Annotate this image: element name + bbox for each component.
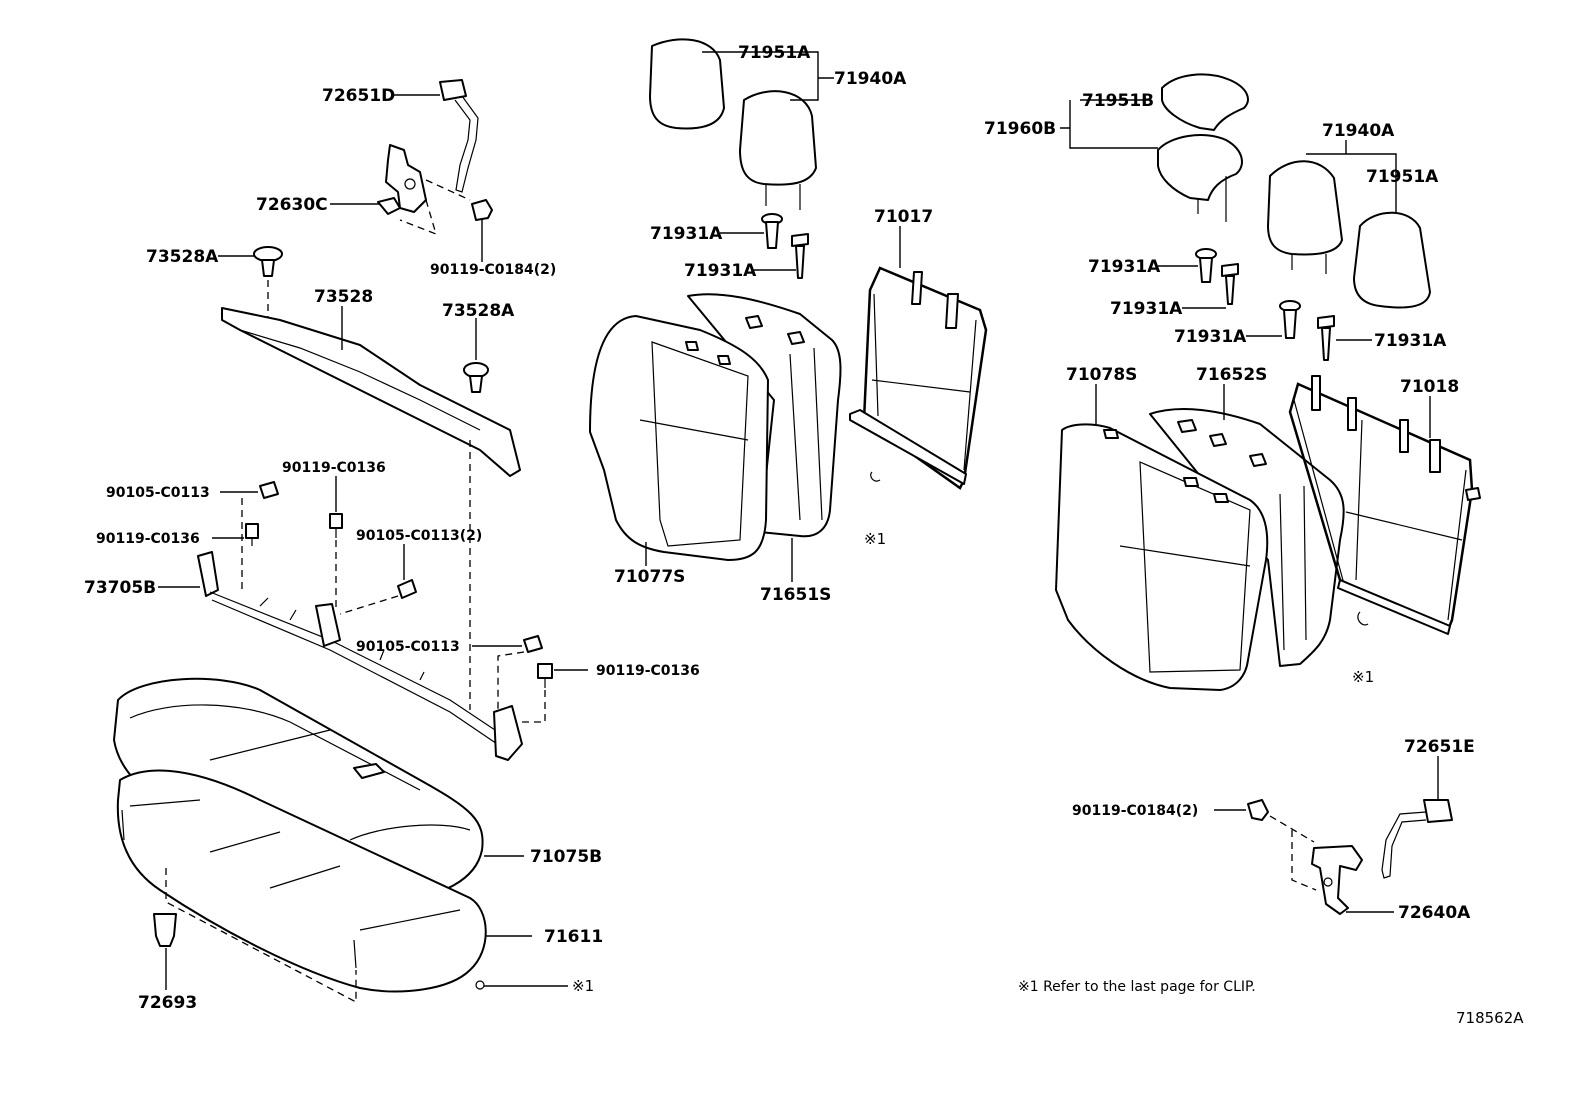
- part-72651E-hook: [1381, 799, 1453, 879]
- label-73528A-mid: 73528A: [442, 301, 515, 321]
- label-72651E: 72651E: [1404, 737, 1475, 757]
- label-90119-C0136-a: 90119-C0136: [282, 460, 386, 476]
- clip-73528A-mid: [463, 362, 489, 393]
- label-71018: 71018: [1400, 377, 1459, 397]
- label-71931A-f: 71931A: [1374, 331, 1447, 351]
- part-71077S-back: [589, 315, 769, 561]
- label-73705B: 73705B: [84, 578, 156, 598]
- label-72640A: 72640A: [1398, 903, 1471, 923]
- part-71940A-headrest-b: [739, 90, 817, 210]
- label-90105-C0113-c: 90105-C0113: [356, 639, 460, 655]
- part-71951B-headrest-a: [1161, 73, 1249, 131]
- clip-mark-icon: [475, 980, 485, 990]
- bolt-90119-C0136-b: [245, 523, 259, 546]
- label-72693: 72693: [138, 993, 197, 1013]
- label-90119-C0136-c: 90119-C0136: [596, 663, 700, 679]
- label-90119-C0184-left: 90119-C0184(2): [430, 262, 556, 278]
- part-71931A-guide-f: [1317, 315, 1335, 361]
- bolt-90119-C0136-a: [329, 513, 343, 538]
- bolt-90105-C0113-c: [523, 635, 543, 653]
- bolt-90119-C0184-right: [1247, 799, 1269, 821]
- part-72651D-hook: [439, 79, 479, 193]
- label-90105-C0113-2: 90105-C0113(2): [356, 528, 482, 544]
- clip-mark-b: ※1: [864, 530, 886, 548]
- label-73528: 73528: [314, 287, 373, 307]
- part-71951B-headrest-b: [1157, 134, 1243, 222]
- clip-mark-b-icon: [870, 471, 881, 482]
- label-71951A-a: 71951A: [738, 43, 811, 63]
- part-71611-pad: [116, 769, 487, 993]
- clip-note: ※1 Refer to the last page for CLIP.: [1018, 979, 1256, 995]
- part-72640A-bracket: [1311, 845, 1363, 915]
- label-71960B: 71960B: [984, 119, 1056, 139]
- part-72693-clip: [153, 913, 177, 947]
- part-71951A-headrest-r2: [1353, 211, 1431, 309]
- label-71931A-a: 71931A: [650, 224, 723, 244]
- label-71931A-c: 71931A: [1088, 257, 1161, 277]
- clip-mark-c-icon: [1357, 611, 1369, 626]
- part-71017-frame: [849, 266, 988, 490]
- bolt-90119-C0184-left: [471, 199, 493, 221]
- part-71078S-back: [1055, 423, 1269, 691]
- part-73528-panel: [221, 307, 521, 477]
- part-71931A-guide-e: [1279, 300, 1301, 339]
- dash-90119-C0184-right: [1269, 815, 1317, 891]
- label-71652S: 71652S: [1196, 365, 1267, 385]
- bolt-90105-C0113-a: [259, 481, 279, 499]
- label-71017: 71017: [874, 207, 933, 227]
- label-71931A-e: 71931A: [1174, 327, 1247, 347]
- label-71951B: 71951B: [1082, 91, 1154, 111]
- label-71611: 71611: [544, 927, 603, 947]
- clip-mark-c: ※1: [1352, 668, 1374, 686]
- label-71940A-a: 71940A: [834, 69, 907, 89]
- label-71931A-d: 71931A: [1110, 299, 1183, 319]
- callout-labels: 72651D 72630C 90119-C0184(2) 73528A 7352…: [84, 43, 1524, 1027]
- part-72630C-bracket: [377, 144, 427, 215]
- label-71077S: 71077S: [614, 567, 685, 587]
- label-72630C: 72630C: [256, 195, 328, 215]
- label-73528A-top: 73528A: [146, 247, 219, 267]
- label-71651S: 71651S: [760, 585, 831, 605]
- leader-71940A-b: [1306, 140, 1397, 212]
- dash-90119-C0136-c: [520, 690, 546, 723]
- dash-90105-C0113-2: [339, 595, 399, 615]
- part-71931A-guide-d: [1221, 263, 1239, 305]
- illustration-ref: 718562A: [1456, 1009, 1524, 1027]
- bolt-90119-C0136-c: [537, 663, 553, 688]
- part-71651S-cover: [687, 293, 842, 538]
- label-71078S: 71078S: [1066, 365, 1137, 385]
- label-90119-C0136-b: 90119-C0136: [96, 531, 200, 547]
- dash-90105-C0113-c: [497, 651, 525, 710]
- label-90105-C0113-a: 90105-C0113: [106, 485, 210, 501]
- part-71951A-headrest-a: [649, 38, 725, 130]
- label-72651D: 72651D: [322, 86, 395, 106]
- label-71951A-b: 71951A: [1366, 167, 1439, 187]
- leader-71960B: [1060, 99, 1158, 149]
- part-73705B-frame: [197, 551, 523, 761]
- part-71931A-guide-c: [1195, 248, 1217, 283]
- part-71940A-headrest-r1: [1267, 160, 1343, 274]
- part-71018-frame: [1288, 375, 1481, 635]
- dash-72693: [165, 868, 357, 1004]
- label-71931A-b: 71931A: [684, 261, 757, 281]
- part-71931A-guide-b: [791, 233, 809, 279]
- label-71075B: 71075B: [530, 847, 602, 867]
- bolt-90105-C0113-2: [397, 579, 417, 599]
- clip-73528A-top: [253, 246, 283, 277]
- part-71931A-guide-a: [761, 213, 783, 249]
- clip-mark-a: ※1: [572, 977, 594, 995]
- label-71940A-b: 71940A: [1322, 121, 1395, 141]
- label-90119-C0184-right: 90119-C0184(2): [1072, 803, 1198, 819]
- dash-72630C: [399, 179, 471, 236]
- leader-71940A-a: [702, 51, 834, 101]
